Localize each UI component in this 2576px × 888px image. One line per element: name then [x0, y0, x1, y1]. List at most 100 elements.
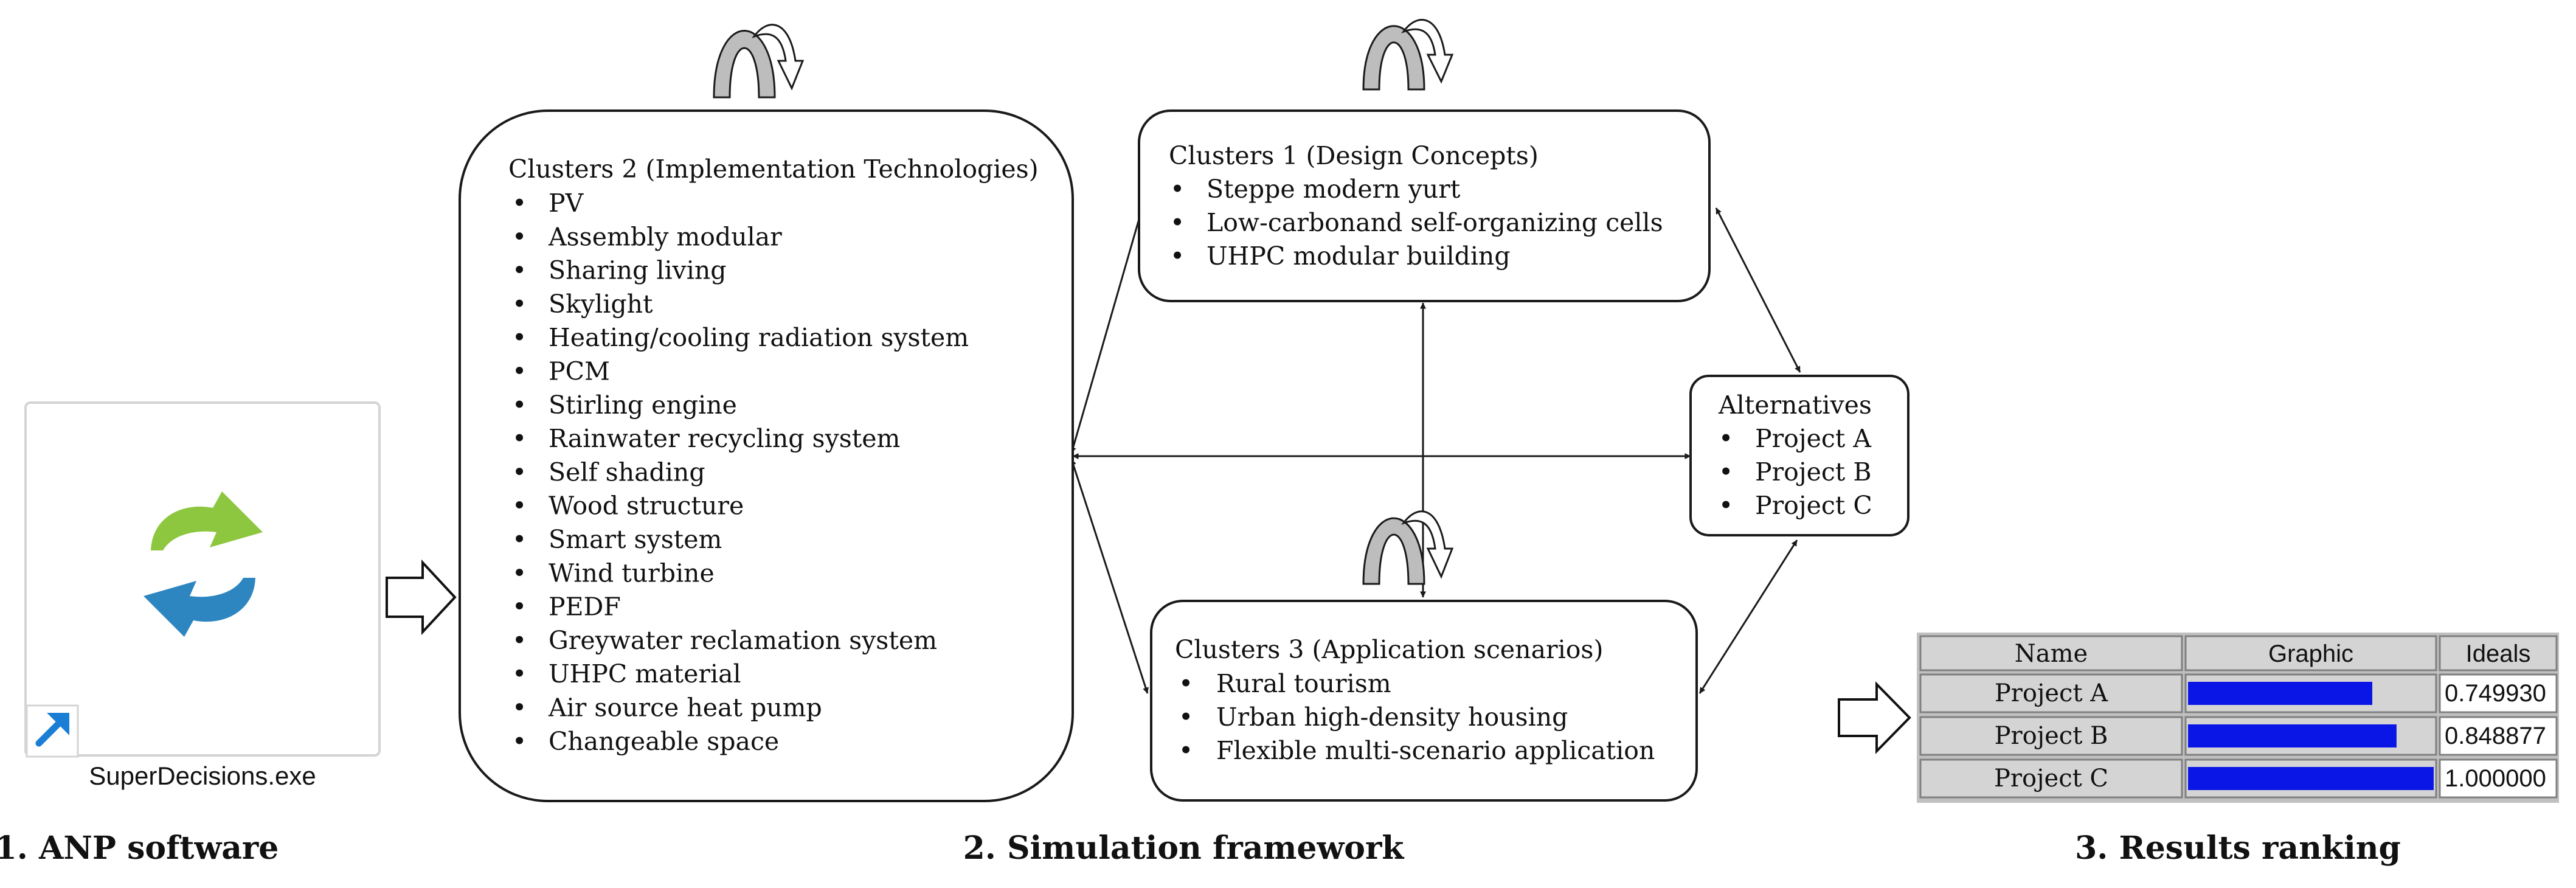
ideal-value: 0.848877 — [2445, 723, 2546, 749]
bullet-icon: • — [1179, 736, 1193, 765]
results-caption: 3. Results ranking — [2075, 830, 2401, 867]
list-item: Wood structure — [549, 491, 744, 521]
project-name: Project C — [1994, 765, 2108, 793]
bullet-icon: • — [512, 491, 527, 521]
name-cell[interactable] — [1919, 673, 2183, 713]
bullet-icon: • — [1170, 241, 1185, 271]
list-item: Skylight — [549, 290, 653, 319]
list-item: Self shading — [549, 457, 705, 487]
header-name: Name — [2015, 640, 2088, 668]
ideal-bar — [2188, 682, 2372, 705]
superdecisions-logo-icon — [144, 491, 263, 637]
clusters1-title: Clusters 1 (Design Concepts) — [1169, 141, 1539, 170]
hollow-arrow-icon — [386, 559, 457, 636]
ideal-bar — [2188, 724, 2397, 748]
bullet-icon: • — [1179, 669, 1193, 698]
list-item: UHPC material — [549, 659, 741, 689]
ideal-value: 0.749930 — [2445, 680, 2546, 707]
list-item: Stirling engine — [549, 390, 737, 420]
list-item: UHPC modular building — [1207, 241, 1511, 271]
shortcut-arrow-icon — [26, 704, 79, 758]
alternatives-box[interactable] — [1689, 375, 1909, 536]
ideal-value: 1.000000 — [2445, 765, 2546, 792]
bullet-icon: • — [1719, 424, 1733, 453]
c2-loop-icon — [713, 24, 805, 99]
list-item: Steppe modern yurt — [1207, 175, 1461, 204]
bullet-icon: • — [1179, 702, 1193, 732]
exe-label: SuperDecisions.exe — [89, 761, 316, 790]
clusters2-list: •PV•Assembly modular•Sharing living•Skyl… — [512, 189, 969, 756]
simulation-framework: •PV•Assembly modular•Sharing living•Skyl… — [459, 19, 1909, 867]
list-item: Project C — [1755, 491, 1872, 520]
list-item: Smart system — [549, 525, 722, 554]
bullet-icon: • — [1170, 208, 1185, 237]
bullet-icon: • — [512, 558, 527, 588]
ideal-cell — [2439, 673, 2558, 713]
ideal-cell — [2439, 716, 2558, 756]
list-item: Project B — [1755, 457, 1871, 487]
header-ideals-cell[interactable] — [2439, 635, 2558, 671]
bullet-icon: • — [512, 357, 527, 386]
ideal-bar — [2188, 767, 2434, 790]
bullet-icon: • — [512, 626, 527, 655]
arrow-c2-c1 — [1070, 208, 1144, 454]
bullet-icon: • — [512, 189, 527, 218]
hollow-arrow-icon — [1838, 681, 1911, 754]
framework-caption: 2. Simulation framework — [963, 830, 1405, 867]
clusters3-title: Clusters 3 (Application scenarios) — [1175, 635, 1603, 664]
clusters3-box[interactable] — [1150, 600, 1698, 802]
bullet-icon: • — [512, 727, 527, 756]
ideal-cell — [2439, 758, 2558, 799]
clusters1-box[interactable] — [1138, 109, 1711, 302]
arrow-c2-c3 — [1070, 459, 1149, 694]
list-item: PEDF — [549, 592, 621, 622]
list-item: Urban high-density housing — [1216, 702, 1568, 732]
app-icon-tile[interactable] — [24, 401, 381, 757]
clusters2-title: Clusters 2 (Implementation Technologies) — [508, 154, 1039, 184]
header-ideals: Ideals — [2466, 640, 2531, 667]
list-item: Assembly modular — [548, 222, 782, 251]
bullet-icon: • — [512, 457, 527, 487]
arrow-c1-alternatives — [1715, 207, 1801, 373]
software-caption: 1. ANP software — [0, 830, 279, 867]
header-graphic: Graphic — [2268, 640, 2353, 667]
name-cell[interactable] — [1919, 758, 2183, 799]
software-panel: SuperDecisions.exe 1. ANP software — [0, 401, 381, 867]
bullet-icon: • — [512, 525, 527, 554]
list-item: Changeable space — [549, 727, 779, 756]
bullet-icon: • — [1719, 491, 1733, 520]
bullet-icon: • — [1719, 457, 1733, 487]
list-item: Project A — [1755, 424, 1872, 453]
list-item: Low-carbonand self-organizing cells — [1207, 208, 1663, 237]
bullet-icon: • — [512, 693, 527, 723]
bullet-icon: • — [512, 424, 527, 453]
bullet-icon: • — [512, 222, 527, 251]
bullet-icon: • — [512, 659, 527, 689]
project-name: Project B — [1995, 722, 2108, 750]
bullet-icon: • — [512, 256, 527, 285]
c3-loop-icon — [1362, 510, 1454, 585]
alternatives-list: • Project A • Project B • Project C — [1719, 424, 1872, 520]
clusters2-box[interactable] — [459, 109, 1074, 802]
list-item: Rural tourism — [1216, 669, 1391, 698]
arrow-c3-alternatives — [1698, 539, 1798, 694]
bullet-icon: • — [1170, 175, 1185, 204]
header-name-cell[interactable] — [1919, 635, 2183, 671]
c1-loop-icon — [1362, 19, 1454, 91]
list-item: PV — [549, 189, 584, 218]
list-item: Rainwater recycling system — [549, 424, 900, 453]
list-item: Heating/cooling radiation system — [549, 323, 969, 352]
list-item: Air source heat pump — [548, 693, 822, 723]
name-cell[interactable] — [1919, 716, 2183, 756]
header-graphic-cell[interactable] — [2184, 635, 2437, 671]
list-item: PCM — [549, 357, 610, 386]
relation-arrows — [1070, 207, 1801, 694]
list-item: Flexible multi-scenario application — [1216, 736, 1655, 765]
alternatives-title: Alternatives — [1718, 390, 1872, 420]
clusters3-list: • Rural tourism • Urban high-density housin… — [1179, 669, 1655, 765]
list-item: Greywater reclamation system — [549, 626, 937, 655]
bullet-icon: • — [512, 390, 527, 420]
